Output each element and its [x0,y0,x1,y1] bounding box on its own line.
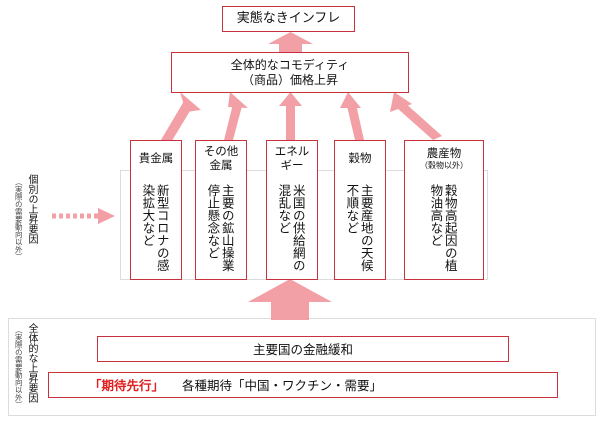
stem-energy [266,176,318,280]
category-agricultural: 農産物 （穀物以外） [404,140,484,178]
category-other-metals: その他 金属 [195,140,247,178]
arrow-precious-metals-to-commodity [161,92,201,144]
category-label: その他 金属 [203,144,239,172]
category-precious-metals: 貴金属 [130,140,182,178]
commodity-line2: （商品）価格上昇 [241,72,338,87]
reason-energy: 米国の供給網の混乱など [276,184,306,272]
reason-grains: 主要産地の天候不順など [344,184,374,272]
arrow-grains-to-commodity [340,92,364,140]
category-label: 貴金属 [138,151,174,166]
expectation-text: 各種期待「中国・ワクチン・需要」 [182,377,383,393]
monetary-easing-box: 主要国の金融緩和 [97,336,509,362]
arrow-other-metals-to-commodity [224,92,248,140]
side-individual-main: 個別の上昇要因 [26,174,37,244]
side-individual-sub: （実際の需要動向以外） [14,178,24,261]
monetary-easing-label: 主要国の金融緩和 [252,341,353,357]
side-overall-main: 全体的な上昇要因 [26,323,37,403]
dotted-arrow-individual [52,208,115,224]
category-label: エネル ギー [274,144,310,172]
arrow-energy-to-commodity [279,92,302,140]
inflation-label: 実態なきインフレ [236,11,341,27]
arrow-agri-to-commodity [390,92,442,140]
commodity-price-box: 全体的なコモディティ （商品）価格上昇 [171,52,409,93]
category-label: 穀物 [348,151,372,166]
inflation-box: 実態なきインフレ [222,6,355,32]
reason-precious-metals: 新型コロナの感染拡大など [140,184,170,272]
arrow-overall-to-individual [248,279,332,320]
category-energy: エネル ギー [266,140,318,178]
stem-agricultural [404,176,484,280]
overall-factors-panel [8,318,596,416]
expectation-box: 「期待先行」 各種期待「中国・ワクチン・需要」 [48,372,558,398]
expectation-prefix: 「期待先行」 [89,377,165,393]
commodity-line1: 全体的なコモディティ [230,58,350,73]
category-grains: 穀物 [334,140,386,178]
category-sublabel: （穀物以外） [420,161,468,171]
reason-agricultural: 穀物高起因の植物油高など [428,184,458,272]
arrow-up-to-inflation [268,32,313,52]
stem-grains [334,176,386,280]
stem-precious-metals [130,176,182,280]
side-overall-sub: （実際の需要動向以外） [14,326,24,409]
reason-other-metals: 主要の鉱山操業停止懸念など [205,184,235,272]
stem-other-metals [195,176,247,280]
category-label: 農産物 [426,146,462,161]
